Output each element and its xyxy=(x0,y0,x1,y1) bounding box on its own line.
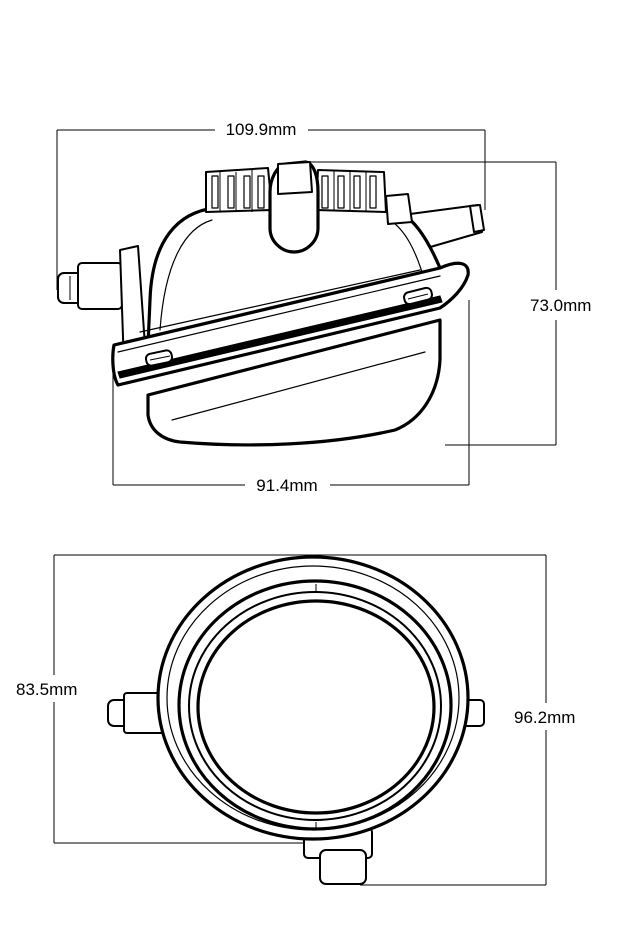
front-rings xyxy=(156,555,470,841)
front-view: 83.5mm 96.2mm xyxy=(16,554,575,886)
side-left-connector xyxy=(57,262,123,310)
front-left-connector xyxy=(107,692,165,734)
dimension-right-height-front xyxy=(316,554,547,886)
dimension-label-right-height: 73.0mm xyxy=(530,296,591,315)
dimension-bottom-width xyxy=(112,300,470,486)
side-view: 109.9mm 73.0mm 91.4mm xyxy=(56,120,591,495)
side-rim-clips xyxy=(144,286,433,367)
dimension-label-bottom-width: 91.4mm xyxy=(256,476,317,495)
dimension-label-left-height: 83.5mm xyxy=(16,680,77,699)
dimension-right-height xyxy=(310,161,557,446)
side-lens-rim xyxy=(111,261,470,387)
side-cable-gland xyxy=(268,160,320,254)
dimension-label-top-width: 109.9mm xyxy=(226,120,297,139)
side-top-fins xyxy=(205,167,413,225)
dimension-left-height xyxy=(53,554,316,844)
dimension-top-width xyxy=(56,129,486,290)
side-lens-face xyxy=(146,318,442,447)
dimension-label-right-height-front: 96.2mm xyxy=(514,708,575,727)
